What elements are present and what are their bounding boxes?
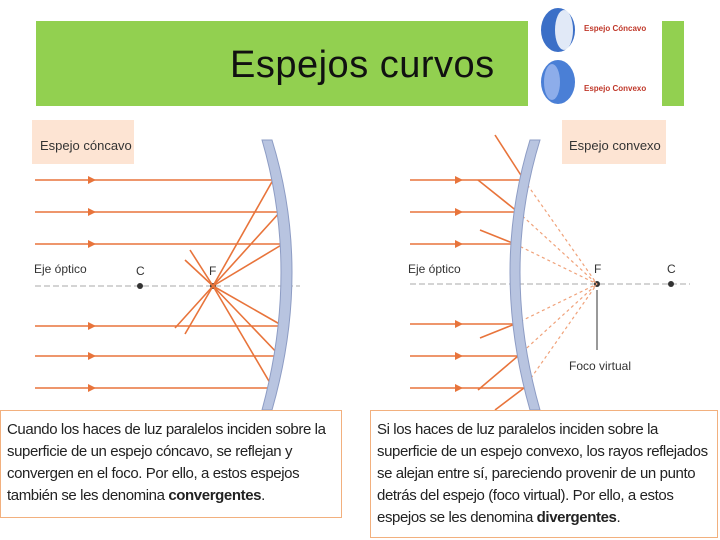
inset-convex-label: Espejo Convexo <box>584 84 647 93</box>
convex-point-c <box>668 281 674 287</box>
convex-caption: Si los haces de luz paralelos inciden so… <box>370 410 718 538</box>
convex-axis-label: Eje óptico <box>408 262 461 276</box>
concave-axis-label: Eje óptico <box>34 262 87 276</box>
convex-arrowheads <box>455 176 463 392</box>
mirror-types-inset: Espejo Cóncavo Espejo Convexo <box>528 0 662 106</box>
concave-label: Espejo cóncavo <box>40 138 132 153</box>
concave-diagram: Espejo cóncavo Eje óptico C F <box>32 120 300 410</box>
concave-arrowheads <box>88 176 96 392</box>
concave-mirror <box>261 139 293 410</box>
concave-label-box <box>32 120 134 164</box>
concave-c-label: C <box>136 264 145 278</box>
convex-label-box <box>562 120 666 164</box>
convex-diagram: Espejo convexo Eje óptico F C <box>408 120 690 410</box>
concave-caption-text: Cuando los haces de luz paralelos incide… <box>7 421 326 504</box>
inset-concave-label: Espejo Cóncavo <box>584 24 647 33</box>
convex-caption-text: Si los haces de luz paralelos inciden so… <box>377 421 708 526</box>
convex-c-label: C <box>667 262 676 276</box>
slide-title: Espejos curvos <box>230 44 495 86</box>
convex-caption-end: . <box>616 509 621 526</box>
convex-f-label: F <box>594 262 601 276</box>
virtual-focus-label: Foco virtual <box>569 359 631 373</box>
concave-f-label: F <box>209 264 216 278</box>
concave-caption-bold: convergentes <box>168 487 262 504</box>
concave-point-c <box>137 283 143 289</box>
concave-rays <box>35 179 284 389</box>
mirrors-diagram: Espejo cóncavo Eje óptico C F <box>32 120 690 410</box>
convex-caption-bold: divergentes <box>536 509 617 526</box>
mirror-shapes-image <box>541 8 575 104</box>
convex-mirror <box>509 139 541 410</box>
convex-rays <box>410 134 525 410</box>
convex-label: Espejo convexo <box>569 138 661 153</box>
concave-caption: Cuando los haces de luz paralelos incide… <box>0 410 342 518</box>
concave-caption-end: . <box>261 487 265 504</box>
